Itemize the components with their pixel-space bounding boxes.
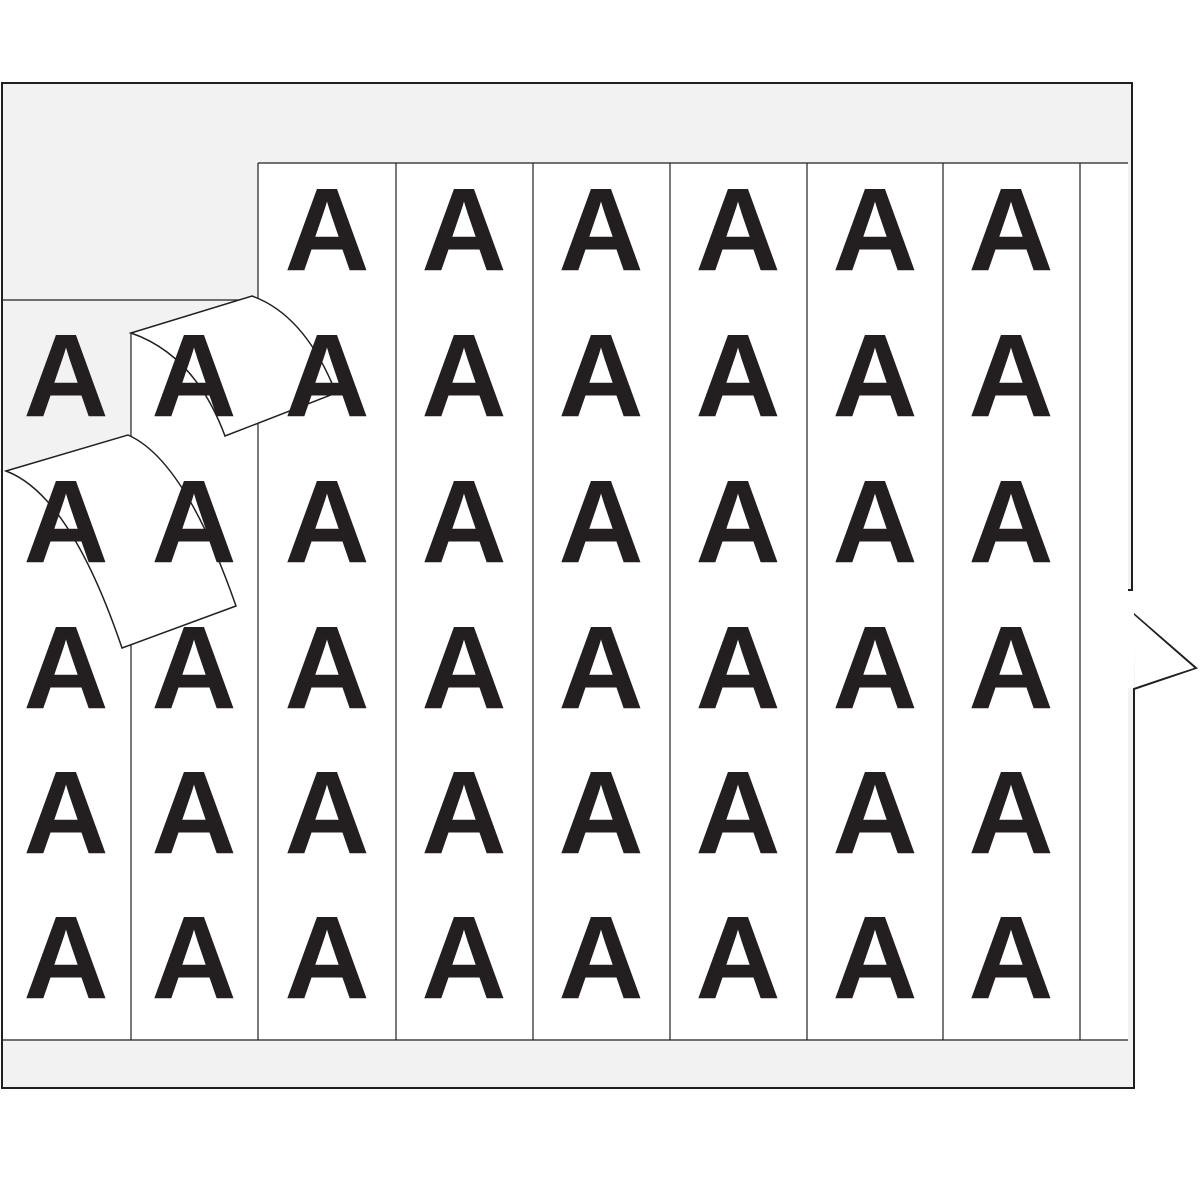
- letter-label: A: [832, 164, 917, 296]
- letter-label: A: [151, 456, 236, 588]
- letter-label: A: [151, 310, 236, 442]
- letter-label: A: [23, 602, 108, 734]
- letter-label: A: [968, 892, 1053, 1024]
- letter-label: A: [284, 456, 369, 588]
- letter-label: A: [832, 892, 917, 1024]
- letter-label: A: [968, 310, 1053, 442]
- letter-label: A: [695, 892, 780, 1024]
- letter-label: A: [968, 456, 1053, 588]
- letter-label: A: [284, 602, 369, 734]
- letter-label: A: [151, 892, 236, 1024]
- letter-label: A: [23, 310, 108, 442]
- letter-label: A: [695, 747, 780, 879]
- letter-label: A: [832, 602, 917, 734]
- letter-label: A: [284, 310, 369, 442]
- notch-tab: [1108, 592, 1194, 687]
- letter-label: A: [695, 602, 780, 734]
- letter-label: A: [421, 892, 506, 1024]
- letter-label: A: [151, 747, 236, 879]
- letter-label: A: [558, 892, 643, 1024]
- letter-label: A: [421, 164, 506, 296]
- peeled-label-1[interactable]: [128, 295, 337, 437]
- letter-label: A: [695, 456, 780, 588]
- letter-label: A: [968, 164, 1053, 296]
- letter-label: A: [23, 747, 108, 879]
- letter-label: A: [695, 310, 780, 442]
- letter-label: A: [558, 747, 643, 879]
- letter-label: A: [558, 456, 643, 588]
- letter-label: A: [968, 747, 1053, 879]
- letter-label: A: [421, 602, 506, 734]
- letter-label: A: [558, 310, 643, 442]
- peeled-label-2[interactable]: [3, 434, 237, 649]
- letter-label: A: [23, 892, 108, 1024]
- label-area-col1: [3, 470, 131, 1040]
- letter-label: A: [558, 164, 643, 296]
- letter-label: A: [695, 164, 780, 296]
- letter-label: A: [284, 892, 369, 1024]
- letter-label: A: [23, 456, 108, 588]
- letter-label: A: [421, 456, 506, 588]
- letter-label: A: [968, 602, 1053, 734]
- letter-label: A: [421, 310, 506, 442]
- notch-fill: [1128, 591, 1134, 688]
- letter-label: A: [421, 747, 506, 879]
- letter-label: A: [832, 747, 917, 879]
- letter-label: A: [151, 602, 236, 734]
- letter-label: A: [832, 456, 917, 588]
- letter-label: A: [284, 164, 369, 296]
- letter-label: A: [558, 602, 643, 734]
- label-area-right: [258, 163, 1128, 1040]
- letter-label: A: [284, 747, 369, 879]
- letter-label: A: [832, 310, 917, 442]
